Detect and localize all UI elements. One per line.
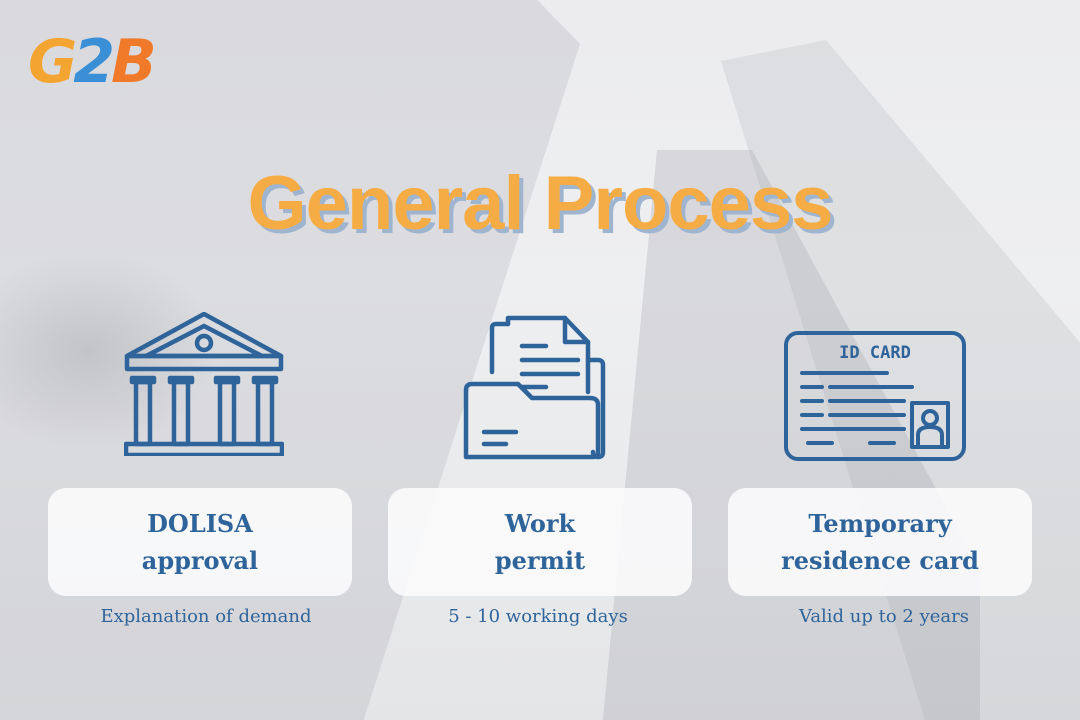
page-title: General Process <box>247 161 834 246</box>
logo-letter-g: G <box>28 27 77 97</box>
step-title-line: Work <box>504 509 576 538</box>
background-tree <box>0 250 220 450</box>
id-card-label: ID CARD <box>839 343 911 363</box>
step-title-line: DOLISA <box>147 509 253 538</box>
id-card-icon: ID CARD <box>784 331 966 461</box>
government-building-icon <box>124 312 284 456</box>
step-title-line: Temporary <box>808 509 952 538</box>
folder-document-icon <box>460 312 610 462</box>
step-title-line: residence card <box>781 546 979 575</box>
step-title-line: permit <box>494 546 586 575</box>
logo-digit-2: 2 <box>73 27 115 97</box>
step-title-line: approval <box>141 546 259 575</box>
logo-letter-b: B <box>111 27 157 97</box>
step-caption-residence-card: Valid up to 2 years <box>798 606 970 627</box>
g2b-logo: G2B <box>28 26 178 98</box>
step-caption-dolisa: Explanation of demand <box>100 606 312 627</box>
step-card-dolisa-approval: DOLISA approval <box>48 488 352 596</box>
step-card-temporary-residence-card: Temporary residence card <box>728 488 1032 596</box>
step-card-work-permit: Work permit <box>388 488 692 596</box>
step-caption-work-permit: 5 - 10 working days <box>448 606 628 627</box>
